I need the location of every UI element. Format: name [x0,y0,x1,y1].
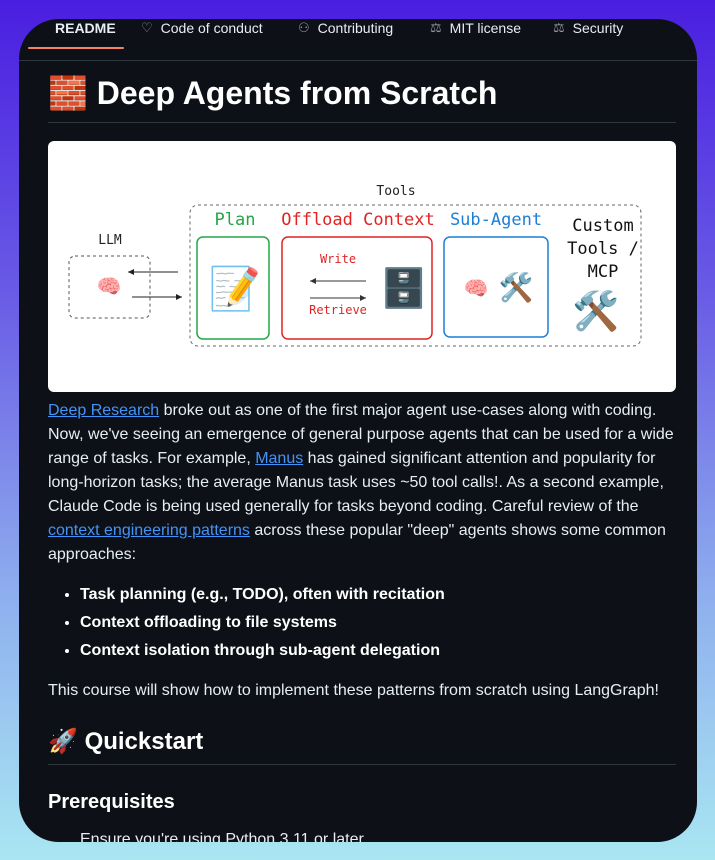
approaches-list: Task planning (e.g., TODO), often with r… [48,583,680,667]
diagram-svg: Tools LLM 🧠 Plan 📝 Offload Context Write… [68,184,642,347]
offload-label: Offload Context [281,210,435,230]
manus-link[interactable]: Manus [255,450,304,467]
quickstart-text: Quickstart [84,728,204,755]
plan-box [196,236,270,340]
heart-icon: ♡ [141,20,153,35]
tools-label: Tools [376,184,415,199]
tools-slash-label: Tools / [567,239,639,259]
memo-icon: 📝 [209,264,261,313]
intro-text: across these popular "deep" agents shows… [48,522,666,563]
page-title-text: Deep Agents from Scratch [96,75,498,111]
people-icon: ⚇ [298,20,310,35]
tab-label: README [55,20,116,36]
brain-icon: 🧠 [97,276,122,298]
intro-text: broke out as one of the first major agen… [48,402,674,467]
intro-paragraph: Deep Research broke out as one of the fi… [48,399,678,567]
write-label: Write [320,252,356,266]
llm-label: LLM [98,233,122,248]
readme-card: README ♡ Code of conduct ⚇ Contributing … [19,19,697,842]
active-tab-indicator [28,47,124,49]
subagent-box [443,236,549,338]
file-cabinet-icon: 🗄️ [380,266,427,310]
tab-contributing[interactable]: ⚇ Contributing [298,19,393,47]
tab-code-of-conduct[interactable]: ♡ Code of conduct [141,19,263,47]
brick-icon: 🧱 [48,75,88,111]
tab-label: Code of conduct [160,20,263,36]
list-item: Ensure you're using Python 3.11 or later… [80,831,368,842]
page-title: 🧱 Deep Agents from Scratch [48,73,676,123]
tab-label: Contributing [317,20,394,36]
tab-mit-license[interactable]: ⚖ MIT license [430,19,521,47]
retrieve-label: Retrieve [309,303,367,317]
tools-box [189,204,642,347]
architecture-diagram: Tools LLM 🧠 Plan 📝 Offload Context Write… [48,141,676,392]
list-item: Context isolation through sub-agent dele… [80,639,680,667]
intro-text: has gained significant attention and pop… [48,450,664,515]
offload-box [281,236,433,340]
hammer-wrench-icon: 🛠️ [499,270,534,304]
context-engineering-link[interactable]: context engineering patterns [48,522,250,539]
scale-icon: ⚖ [553,20,565,35]
llm-box [68,255,151,319]
mcp-label: MCP [588,262,619,282]
plan-label: Plan [215,210,256,230]
scale-icon: ⚖ [430,20,442,35]
subagent-label: Sub-Agent [450,210,542,230]
rocket-icon: 🚀 [48,728,78,755]
deep-research-link[interactable]: Deep Research [48,402,160,419]
tab-label: Security [572,20,624,36]
hammer-wrench-icon: 🛠️ [572,288,619,333]
custom-label: Custom [572,216,633,236]
course-summary: This course will show how to implement t… [48,682,659,699]
quickstart-heading: 🚀 Quickstart [48,725,676,765]
repo-tabs: README ♡ Code of conduct ⚇ Contributing … [19,19,697,61]
tab-readme[interactable]: README [55,19,116,47]
list-item: Task planning (e.g., TODO), often with r… [80,583,680,611]
tab-label: MIT license [449,20,521,36]
brain-icon: 🧠 [464,278,489,300]
tab-security[interactable]: ⚖ Security [553,19,623,47]
list-item: Context offloading to file systems [80,611,680,639]
prerequisites-heading: Prerequisites [48,791,175,813]
